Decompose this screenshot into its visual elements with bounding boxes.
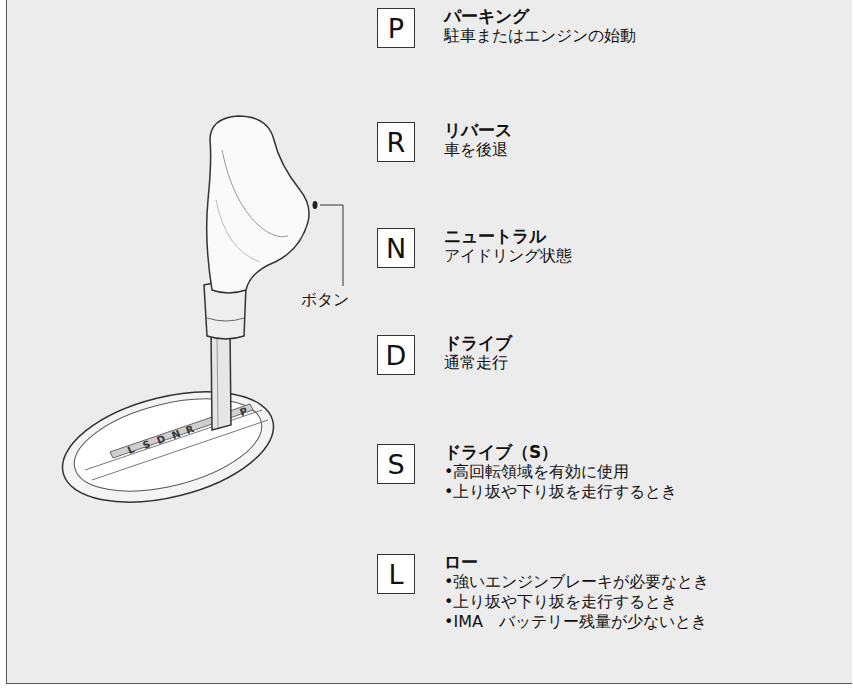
position-name: ニュートラル [444, 226, 572, 246]
position-note: 駐車またはエンジンの始動 [444, 26, 636, 46]
shift-position-item: P パーキング駐車またはエンジンの始動 [377, 8, 636, 48]
position-note: •強いエンジンブレーキが必要なとき [444, 572, 709, 592]
position-description: リバース車を後退 [444, 120, 512, 160]
position-note: アイドリング状態 [444, 246, 572, 266]
position-description: ドライブ（S）•高回転領域を有効に使用•上り坂や下り坂を走行するとき [444, 442, 677, 502]
part-label: ボタン [301, 290, 349, 311]
panel-ground [6, 0, 852, 684]
position-description: ドライブ通常走行 [444, 333, 512, 373]
position-letter-box: P [377, 8, 415, 48]
shift-position-item: L ロー•強いエンジンブレーキが必要なとき•上り坂や下り坂を走行するとき•IMA … [377, 554, 709, 632]
position-note: 通常走行 [444, 353, 512, 373]
position-letter-box: N [377, 228, 415, 268]
position-note: •上り坂や下り坂を走行するとき [444, 482, 677, 502]
position-note: •IMA バッテリー残量が少ないとき [444, 612, 709, 632]
shift-position-item: R リバース車を後退 [377, 122, 512, 162]
shift-position-item: S ドライブ（S）•高回転領域を有効に使用•上り坂や下り坂を走行するとき [377, 444, 677, 502]
position-name: リバース [444, 120, 512, 140]
position-name: ドライブ [444, 333, 512, 353]
position-letter-box: D [377, 335, 415, 375]
position-note: •高回転領域を有効に使用 [444, 462, 677, 482]
position-letter-box: L [377, 554, 415, 594]
position-letter-box: S [377, 444, 415, 484]
position-description: ニュートラルアイドリング状態 [444, 226, 572, 266]
position-name: パーキング [444, 6, 636, 26]
position-name: ドライブ（S） [444, 442, 677, 462]
position-note: •上り坂や下り坂を走行するとき [444, 592, 709, 612]
position-letter-box: R [377, 122, 415, 162]
position-name: ロー [444, 552, 709, 572]
position-description: ロー•強いエンジンブレーキが必要なとき•上り坂や下り坂を走行するとき•IMA バ… [444, 552, 709, 632]
shift-position-item: N ニュートラルアイドリング状態 [377, 228, 572, 268]
shift-position-item: D ドライブ通常走行 [377, 335, 512, 375]
position-description: パーキング駐車またはエンジンの始動 [444, 6, 636, 46]
position-note: 車を後退 [444, 140, 512, 160]
